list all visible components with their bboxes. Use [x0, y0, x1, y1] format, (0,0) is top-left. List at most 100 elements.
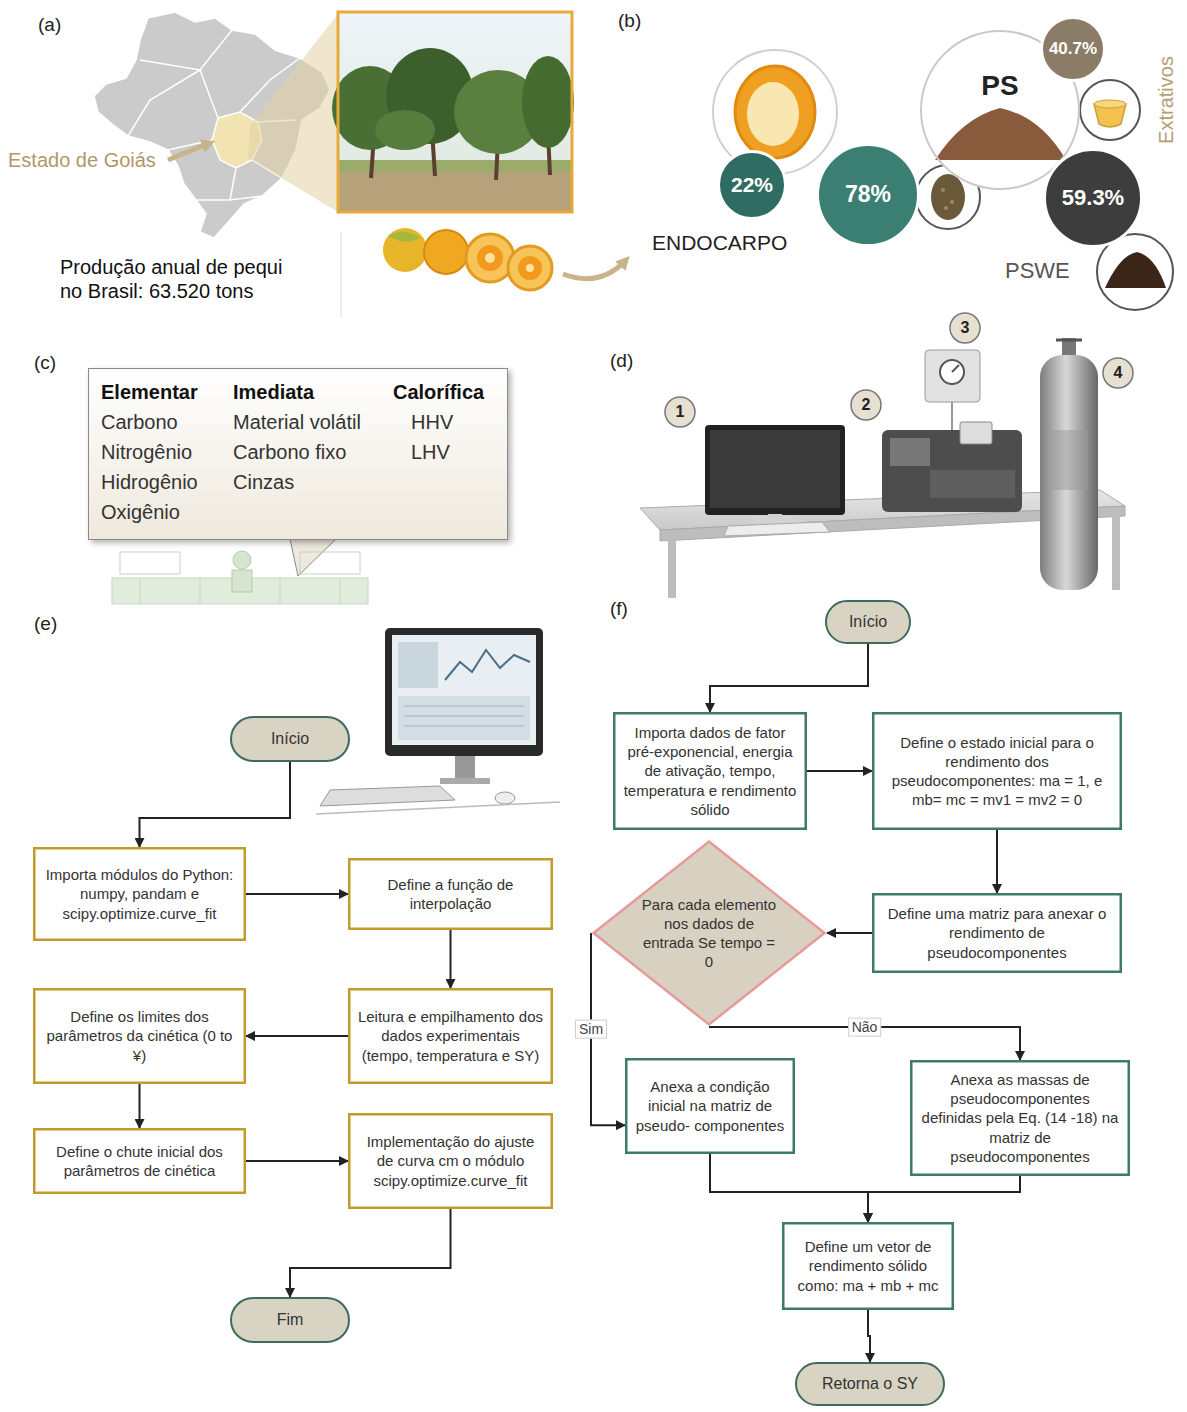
node-label: Define uma matriz para anexar o rendimen…: [881, 904, 1113, 961]
node-text: Para cada elemento nos dados de entrada …: [638, 895, 780, 971]
process-box: Define a função de interpolação: [348, 858, 553, 930]
node-label: Define a função de interpolação: [357, 875, 544, 913]
node-text: Retorna o SY: [809, 1374, 931, 1394]
process-box: Define um vetor de rendimento sólido com…: [782, 1222, 954, 1310]
box-outline: [783, 1223, 953, 1309]
panel-letter: (d): [610, 350, 633, 373]
column-item: Oxigênio: [101, 497, 198, 527]
panel-letter: (b): [618, 10, 641, 33]
node-outline: [591, 839, 827, 1027]
percent-circle: 40.7%: [1040, 16, 1106, 82]
terminal-oval: Retorna o SY: [795, 1362, 945, 1406]
node-label: Para cada elemento nos dados de entrada …: [638, 895, 780, 971]
column-item: LHV: [393, 437, 484, 467]
panel-letter: (e): [34, 613, 57, 636]
node-text: Define um vetor de rendimento sólido com…: [791, 1237, 945, 1294]
column-item: Carbono: [101, 407, 198, 437]
node-label: 40.7%: [1049, 38, 1097, 60]
column-item: Hidrogênio: [101, 467, 198, 497]
equipment: [640, 313, 1133, 598]
flow-arrow: [710, 644, 868, 712]
text-column: ImediataMaterial volátilCarbono fixoCinz…: [233, 377, 361, 497]
box-outline: [231, 1298, 349, 1342]
box-outline: [231, 717, 349, 761]
flow-arrow: [246, 1160, 348, 1162]
node-label: Define o estado inicial para o rendiment…: [881, 733, 1113, 809]
node-label: 22%: [731, 172, 773, 199]
box-outline: [873, 894, 1121, 972]
box-outline: [796, 1363, 944, 1405]
edge-label: Não: [848, 1018, 882, 1037]
node-text: Define uma matriz para anexar o rendimen…: [881, 904, 1113, 961]
circle-outline: [1042, 18, 1105, 81]
callout-number: 3: [961, 318, 970, 337]
decision-diamond: Para cada elemento nos dados de entrada …: [591, 839, 827, 1027]
node-text: Define os limites dos parâmetros da ciné…: [42, 1007, 237, 1064]
node-label: Define um vetor de rendimento sólido com…: [791, 1237, 945, 1294]
node-label: Início: [839, 612, 897, 632]
production-note: Produção anual de pequi no Brasil: 63.52…: [60, 255, 300, 303]
percent-circle: 22%: [717, 150, 787, 220]
flow-arrow: [139, 1084, 141, 1128]
flow-arrow: [807, 770, 872, 772]
column-item: Carbono fixo: [233, 437, 361, 467]
panel-letter: (a): [38, 14, 61, 37]
node-text: 78%: [845, 180, 891, 209]
node-label: Início: [244, 729, 336, 749]
process-box: Importa módulos do Python: numpy, pandam…: [33, 847, 246, 941]
flow-arrow: [868, 1310, 870, 1362]
box-outline: [826, 601, 910, 643]
diamond-outline: [594, 842, 825, 1025]
computer: [316, 628, 560, 814]
column-heading: Calorífica: [393, 377, 484, 407]
terminal-oval: Início: [825, 600, 911, 644]
node-text: Define o chute inicial dos parâmetros de…: [42, 1142, 237, 1180]
node-label: Fim: [244, 1310, 336, 1330]
node-text: 59.3%: [1062, 184, 1124, 212]
node-label: Anexa as massas de pseudocomponentes def…: [919, 1070, 1121, 1165]
column-item: Cinzas: [233, 467, 361, 497]
node-label: Importa módulos do Python: numpy, pandam…: [42, 865, 237, 922]
node-label: Anexa a condição inicial na matriz de ps…: [634, 1077, 786, 1134]
circle-outline: [818, 145, 919, 246]
process-box: Importa dados de fator pré-exponencial, …: [613, 712, 807, 830]
circle-outline: [719, 152, 786, 219]
node-label: Importa dados de fator pré-exponencial, …: [622, 723, 798, 818]
node-text: Importa módulos do Python: numpy, pandam…: [42, 865, 237, 922]
node-text: Anexa a condição inicial na matriz de ps…: [634, 1077, 786, 1134]
process-box: Define o estado inicial para o rendiment…: [872, 712, 1122, 830]
box-outline: [349, 859, 552, 929]
node-text: Define a função de interpolação: [357, 875, 544, 913]
flow-arrow: [290, 1209, 451, 1297]
node-label: Implementação do ajuste de curva cm o mó…: [357, 1132, 544, 1189]
box-outline: [614, 713, 806, 829]
flow-arrow: [710, 1154, 868, 1222]
node-text: Define o estado inicial para o rendiment…: [881, 733, 1113, 809]
flow-arrow: [996, 830, 998, 893]
node-text: PS: [981, 68, 1018, 104]
process-box: Define o chute inicial dos parâmetros de…: [33, 1128, 246, 1194]
node-label: 59.3%: [1062, 184, 1124, 212]
node-label: Leitura e empilhamento dos dados experim…: [357, 1007, 544, 1064]
node-text: Anexa as massas de pseudocomponentes def…: [919, 1070, 1121, 1165]
sample-pictures: [713, 30, 1173, 310]
process-box: Anexa as massas de pseudocomponentes def…: [910, 1060, 1130, 1176]
process-box: Anexa a condição inicial na matriz de ps…: [625, 1058, 795, 1154]
box-outline: [34, 989, 245, 1083]
node-label: 78%: [845, 180, 891, 209]
lab-sketch: [112, 551, 368, 604]
column-heading: Imediata: [233, 377, 361, 407]
column-item: Nitrogênio: [101, 437, 198, 467]
flow-arrow: [246, 1035, 348, 1037]
node-text: 40.7%: [1049, 38, 1097, 60]
panel-letter: (c): [34, 352, 56, 375]
node-label: Define o chute inicial dos parâmetros de…: [42, 1142, 237, 1180]
percent-circle: 78%: [816, 143, 920, 247]
node-outline: [33, 1128, 246, 1194]
edge-label: Sim: [575, 1020, 607, 1039]
process-box: Define uma matriz para anexar o rendimen…: [872, 893, 1122, 973]
callout-number: 2: [862, 395, 871, 414]
callout-box: ElementarCarbonoNitrogênioHidrogênioOxig…: [88, 368, 508, 540]
process-box: Leitura e empilhamento dos dados experim…: [348, 988, 553, 1084]
node-text: Início: [244, 729, 336, 749]
